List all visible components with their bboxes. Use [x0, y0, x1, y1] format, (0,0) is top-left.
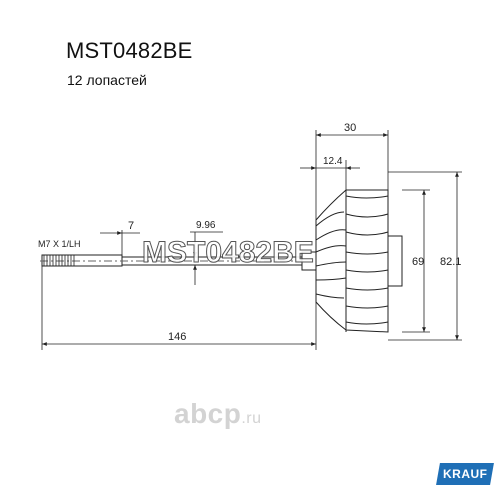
dim-82-1-label: 82.1 [440, 256, 461, 268]
turbine-wheel [315, 189, 403, 333]
site-watermark-main: abcp [174, 398, 242, 429]
brand-logo-text: KRAUF [442, 467, 488, 481]
site-watermark: abcp.ru [174, 398, 262, 430]
part-number-title: MST0482BE [66, 38, 193, 63]
dim-69-label: 69 [412, 256, 424, 268]
thread-hatch [43, 255, 75, 266]
dim-30-label: 30 [344, 122, 356, 134]
dim-12-4-label: 12.4 [323, 156, 343, 167]
dim-146-label: 146 [168, 331, 186, 343]
dim-9-96-label: 9.96 [196, 220, 216, 231]
dim-7-label: 7 [128, 220, 134, 232]
blade-count-subtitle: 12 лопастей [67, 72, 147, 88]
dim-thread-label: M7 X 1/LH [38, 239, 81, 249]
site-watermark-tld: .ru [241, 410, 262, 427]
brand-logo: KRAUF [436, 463, 494, 485]
watermark-overlay-code: MST0482BE [142, 236, 314, 269]
dimension-lines [41, 130, 462, 350]
